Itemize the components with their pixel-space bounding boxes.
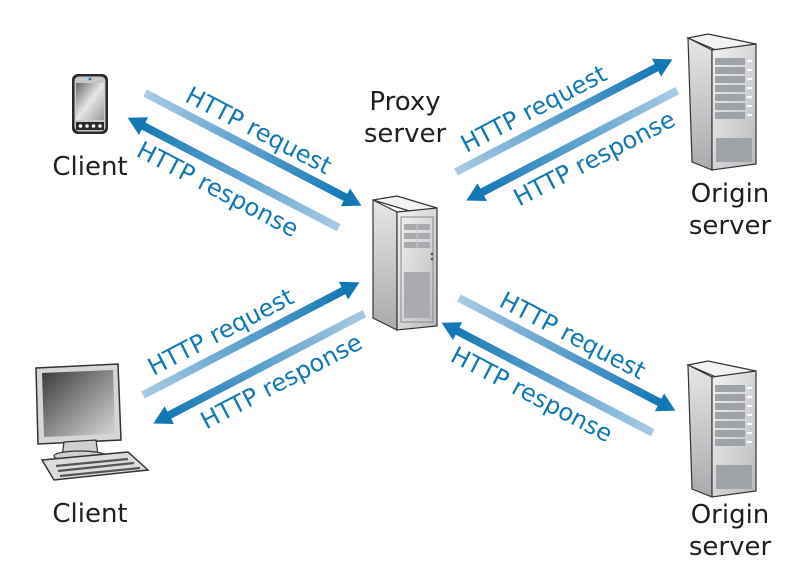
request-arrow-head <box>651 58 673 77</box>
request-label: HTTP request <box>143 283 298 382</box>
rack-server-icon <box>685 33 757 171</box>
client-pc-label: Client <box>52 499 128 529</box>
origin-top-label-line2: server <box>688 211 772 241</box>
client-phone-label: Client <box>52 152 128 182</box>
request-arrow-shaft <box>141 286 348 399</box>
link-proxy-origin-top: HTTP request HTTP response <box>454 58 680 212</box>
tower-server-icon <box>372 195 438 331</box>
response-arrow-head <box>127 117 149 135</box>
desktop-computer-icon <box>35 363 150 481</box>
request-label: HTTP request <box>181 81 336 180</box>
request-arrow-shaft <box>457 294 664 407</box>
link-phone-proxy: HTTP request HTTP response <box>127 81 362 243</box>
request-label: HTTP request <box>456 60 611 159</box>
origin-top-label: Origin server <box>670 178 790 242</box>
response-arrow-shaft <box>450 324 655 437</box>
response-arrow-shaft <box>136 119 341 232</box>
response-arrow-shaft <box>162 310 367 422</box>
proxy-label-line2: server <box>363 119 447 149</box>
origin-bottom-label: Origin server <box>670 499 790 563</box>
response-arrow-head <box>466 183 487 202</box>
link-pc-proxy: HTTP request HTTP response <box>141 281 367 435</box>
response-arrow-shaft <box>475 87 680 199</box>
proxy-label-line1: Proxy <box>369 87 441 117</box>
origin-bottom-label-line2: server <box>688 532 772 562</box>
link-proxy-origin-bottom: HTTP request HTTP response <box>441 286 676 448</box>
request-arrow-head <box>338 281 360 300</box>
origin-top-label-line1: Origin <box>690 179 770 209</box>
rack-server-icon <box>685 360 757 498</box>
request-arrow-head <box>654 393 676 412</box>
smartphone-icon <box>72 74 108 134</box>
request-arrow-head <box>340 188 362 207</box>
request-arrow-shaft <box>454 63 661 176</box>
request-arrow-shaft <box>143 89 350 202</box>
proxy-label: Proxy server <box>345 86 465 150</box>
request-label: HTTP request <box>495 286 650 385</box>
response-arrow-head <box>153 406 174 425</box>
origin-bottom-label-line1: Origin <box>690 500 770 530</box>
response-arrow-head <box>441 322 463 340</box>
